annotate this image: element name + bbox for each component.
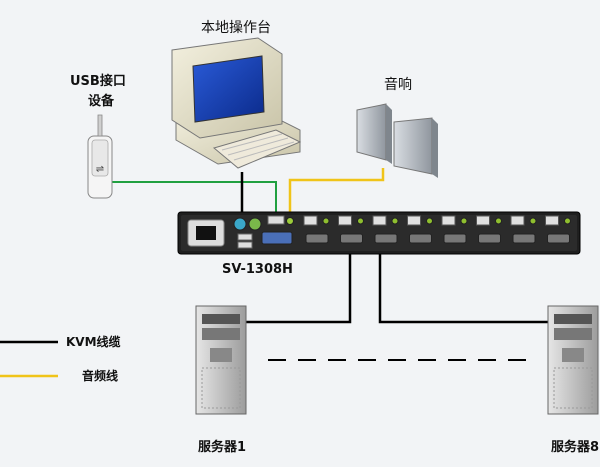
usb-device-label-line2: 设备 [88,94,115,109]
audio-port-icon [529,217,537,225]
server-port-group [372,215,399,244]
audio-port-icon [357,217,364,225]
vga-port-icon [478,233,501,244]
server-port-group [510,215,537,244]
usb-drive-icon: ⇌ [87,114,113,199]
server-port-group [476,215,502,244]
server-port-group [303,215,330,244]
server-port-group [441,215,468,244]
server-1-icon [195,305,247,415]
kvm-switch-device [177,211,581,255]
vga-port-icon [547,233,570,244]
usb-port-icon [476,215,490,226]
server-8-label: 服务器8 [551,440,600,455]
speaker-label: 音响 [384,77,412,93]
usb-port-icon [441,215,456,226]
usb-port-icon [338,215,352,226]
svg-text:⇌: ⇌ [96,164,104,175]
usb-device-label-line1: USB接口 [70,74,126,89]
computer-icon [171,37,302,169]
vga-port-icon [443,233,467,244]
audio-port-icon [322,217,330,225]
model-label: SV-1308H [222,262,293,277]
server-port-group [338,215,364,244]
audio-cable [288,168,385,218]
usb-port-icon [510,215,525,226]
vga-port-icon [340,233,363,244]
usb-cable [112,181,277,216]
vga-port-icon [374,233,398,244]
speaker-icon [356,103,438,178]
vga-port-icon [409,233,432,244]
local-console-label: 本地操作台 [201,20,271,36]
server-port-groups [303,215,571,244]
server1-kvm-cable [243,254,352,324]
usb-port-icon [303,215,318,226]
server-8-icon [547,305,599,415]
server-port-group [545,215,571,244]
audio-port-icon [426,217,433,225]
server8-kvm-cable [378,254,552,324]
usb-port-icon [545,215,559,226]
vga-port-icon [512,233,536,244]
server-1-label: 服务器1 [198,440,247,455]
audio-port-icon [495,217,502,225]
server-port-group [407,215,433,244]
legend-kvm-label: KVM线缆 [66,335,121,349]
audio-port-icon [391,217,399,225]
usb-port-icon [407,215,421,226]
usb-port-icon [372,215,387,226]
legend-audio-label: 音频线 [82,369,119,383]
audio-port-icon [564,217,571,225]
audio-port-icon [460,217,468,225]
vga-port-icon [305,233,329,244]
